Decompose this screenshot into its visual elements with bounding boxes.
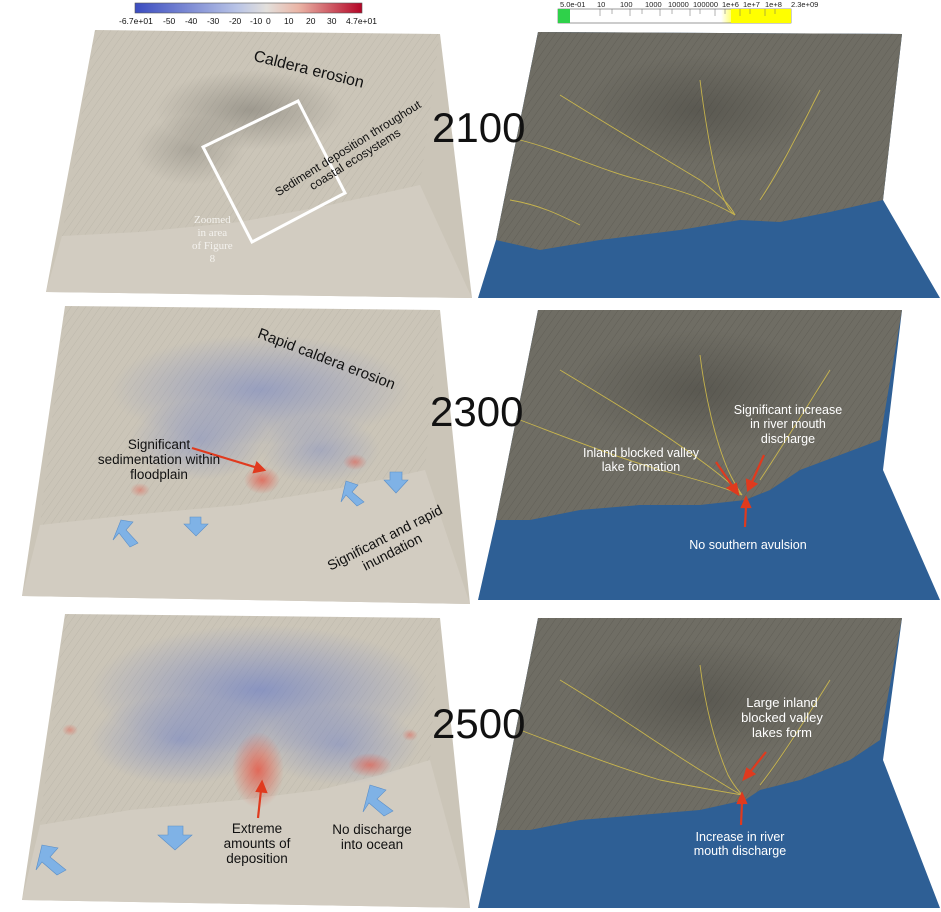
label-zoom-line4: 8 xyxy=(209,252,216,265)
label-increase-line2: mouth discharge xyxy=(693,844,787,859)
label-lakes-line1: Large inland xyxy=(746,695,818,710)
colorbar-tick: 10000 xyxy=(668,0,689,9)
inundation-arrows xyxy=(35,471,409,876)
colorbar-erosion-graphic xyxy=(134,2,792,24)
label-sedimentation-line3: floodplain xyxy=(130,467,188,483)
colorbar-min-label: -6.7e+01 xyxy=(119,16,153,26)
colorbar-tick: 1e+8 xyxy=(765,0,782,9)
year-label-2500: 2500 xyxy=(432,700,526,747)
colorbar-tick: -40 xyxy=(185,16,198,26)
label-lake-line1: Inland blocked valley xyxy=(582,446,700,460)
label-no-discharge-line2: into ocean xyxy=(340,837,404,853)
map-2300-erosion xyxy=(22,306,470,604)
map-2500-discharge xyxy=(478,618,940,908)
label-no-discharge-ocean: No discharge into ocean xyxy=(322,822,422,852)
label-lakes-line2: blocked valley xyxy=(741,709,823,725)
colorbar-tick: 1e+6 xyxy=(722,0,739,9)
year-label-2300: 2300 xyxy=(430,388,524,435)
map-2100-discharge xyxy=(478,32,940,298)
colorbar-tick: 100000 xyxy=(693,0,719,9)
label-deposition-line3: deposition xyxy=(226,851,288,867)
map-2300-discharge xyxy=(478,310,940,600)
label-zoomed-area: Zoomed in area of Figure 8 xyxy=(192,214,233,266)
label-discharge-line2: in river mouth xyxy=(750,417,826,432)
label-lake-line2: lake formation xyxy=(601,460,681,475)
label-lakes-line3: lakes form xyxy=(752,724,812,740)
label-sedimentation-line2: sedimentation within xyxy=(97,452,221,468)
label-zoom-line1: Zoomed xyxy=(193,214,231,226)
colorbar-tick: 10 xyxy=(284,16,294,26)
label-increase-line1: Increase in river xyxy=(695,830,785,844)
label-discharge-line3: discharge xyxy=(760,431,816,446)
label-large-inland-lakes: Large inland blocked valley lakes form xyxy=(722,695,842,741)
label-sedimentation-line1: Significant xyxy=(127,437,191,452)
colorbar-min-label: 5.0e-01 xyxy=(560,0,586,9)
label-avulsion-text: No southern avulsion xyxy=(689,538,807,552)
colorbar-tick: 10 xyxy=(597,0,606,9)
colorbar-tick: 0 xyxy=(266,16,271,26)
label-zoom-line3: of Figure xyxy=(192,239,233,252)
map-2100-erosion xyxy=(46,30,472,298)
map-2500-erosion xyxy=(22,614,470,908)
colorbar-tick: -20 xyxy=(229,16,242,26)
colorbar-tick: -30 xyxy=(207,16,220,26)
year-label-2100: 2100 xyxy=(432,104,526,151)
colorbar-erosion: -6.7e+01 -50 -40 -30 -20 -10 0 10 20 30 … xyxy=(0,0,941,30)
label-deposition-line2: amounts of xyxy=(223,836,291,852)
colorbar-tick: -50 xyxy=(163,16,176,26)
colorbar-tick: 20 xyxy=(306,16,316,26)
colorbar-tick: 1e+7 xyxy=(743,0,760,9)
colorbar-tick: -10 xyxy=(250,16,263,26)
label-zoom-line2: in area xyxy=(197,226,228,239)
label-discharge-line1: Significant increase xyxy=(733,403,843,417)
label-significant-sedimentation: Significant sedimentation within floodpl… xyxy=(84,437,234,482)
label-no-discharge-line1: No discharge xyxy=(332,822,412,837)
zoom-area-box xyxy=(200,99,348,245)
label-deposition-line1: Extreme xyxy=(231,821,283,836)
colorbar-max-label: 2.3e+09 xyxy=(791,0,819,9)
colorbar-tick: 1000 xyxy=(645,0,662,9)
annotation-arrows xyxy=(191,446,767,826)
label-river-mouth-discharge-increase: Significant increase in river mouth disc… xyxy=(718,403,858,446)
colorbar-tick: 30 xyxy=(327,16,337,26)
label-extreme-deposition: Extreme amounts of deposition xyxy=(212,821,302,866)
label-inland-lake-formation: Inland blocked valley lake formation xyxy=(566,446,716,475)
label-increase-river-mouth: Increase in river mouth discharge xyxy=(670,830,810,859)
colorbar-max-label: 4.7e+01 xyxy=(346,16,377,26)
label-no-southern-avulsion: No southern avulsion xyxy=(668,538,828,552)
colorbar-tick: 100 xyxy=(620,0,633,9)
